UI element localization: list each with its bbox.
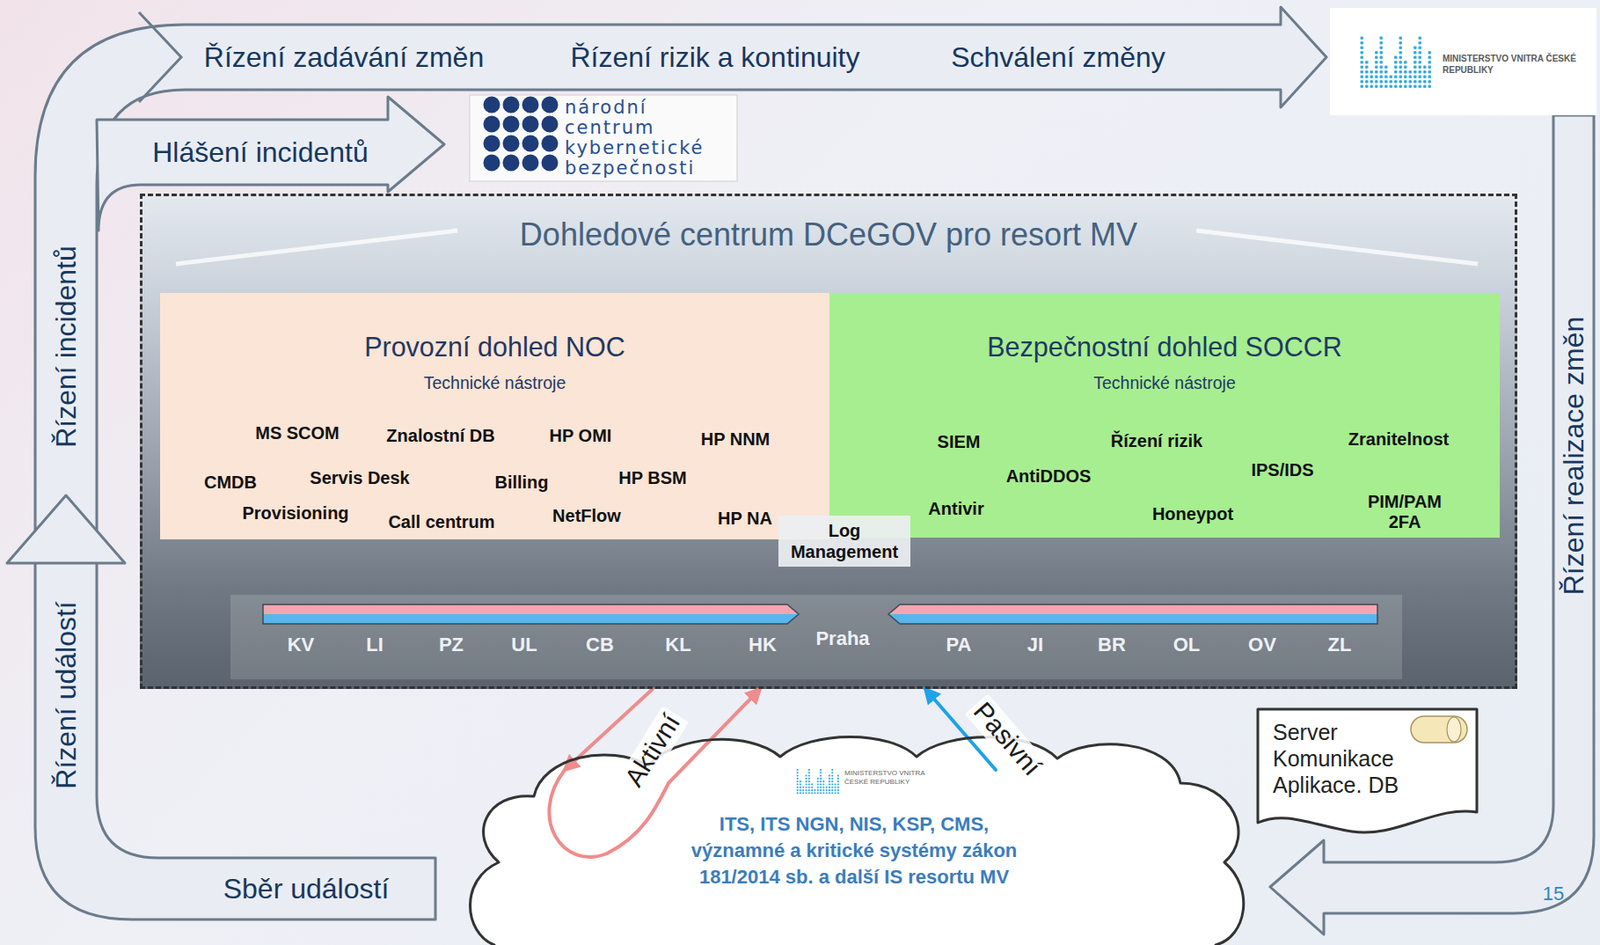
outline-path — [470, 737, 1244, 945]
region-bar-outline — [888, 604, 1378, 624]
tool-name: Honeypot — [1152, 504, 1234, 525]
region-strip — [230, 594, 1403, 680]
region-code: LI — [365, 633, 384, 656]
tool-name: Billing — [494, 472, 548, 493]
ceiling-light — [175, 230, 458, 264]
tool-name: AntiDDOS — [1006, 466, 1092, 487]
edge-label: Aktivní — [616, 705, 688, 795]
region-bar-bottom — [263, 613, 799, 624]
logo-text: národní centrum kybernetické bezpečnosti — [564, 97, 732, 179]
page-number: 15 — [1542, 882, 1564, 905]
band-label: Řízení zadávání změn — [204, 41, 484, 74]
logo-text: MINISTERSTVO VNITRA ČESKÉ REPUBLIKY — [1442, 52, 1588, 76]
box-title: Bezpečnostní dohled SOCCR — [829, 328, 1500, 365]
band-label: Řízení rizik a kontinuity — [569, 41, 860, 74]
up-arrowhead — [7, 495, 125, 563]
tool-name: HP NA — [717, 508, 773, 529]
nckb-logo-dots — [483, 96, 559, 172]
region-bar-top — [263, 604, 799, 614]
log-management-box: Log Management — [778, 515, 911, 567]
tool-name: CMDB — [204, 472, 257, 493]
region-code: OV — [1248, 633, 1277, 656]
tool-name: HP NNM — [701, 429, 771, 450]
tool-name: Call centrum — [387, 511, 495, 533]
region-code: OL — [1173, 633, 1201, 656]
soccr-box: Bezpečnostní dohled SOCCR Technické nástr… — [829, 292, 1500, 538]
control-room-backdrop — [139, 193, 1518, 689]
box-text: Log Management — [785, 519, 904, 563]
tool-name: SIEM — [937, 431, 981, 453]
logo-text: MINISTERSTVO VNITRA ČESKÉ REPUBLIKY — [844, 768, 946, 787]
region-code: CB — [585, 633, 614, 656]
band-label: Řízení událostí — [50, 600, 83, 789]
systems-cloud: MINISTERSTVO VNITRA ČESKÉ REPUBLIKY ITS, … — [459, 730, 1251, 945]
tool-name: HP BSM — [618, 467, 687, 489]
region-code: Praha — [815, 627, 870, 650]
server-note-fill — [1257, 708, 1477, 833]
band-label: Hlášení incidentů — [152, 136, 368, 169]
edge-label: Pasivní — [964, 694, 1050, 785]
tool-name: Provisioning — [241, 503, 349, 524]
tool-name: Znalostní DB — [386, 425, 495, 446]
ministry-logo-bars — [1359, 36, 1433, 90]
shape-outline — [459, 730, 1251, 945]
note-text: Server Komunikace Aplikace. DB — [1272, 718, 1427, 798]
tool-name: MS SCOM — [255, 423, 340, 444]
noc-box: Provozní dohled NOC Technické nástroje MS … — [160, 292, 830, 540]
ceiling-light — [1196, 230, 1478, 264]
ministry-logo-box: MINISTERSTVO VNITRA ČESKÉ REPUBLIKY — [1329, 7, 1597, 116]
tool-name: IPS/IDS — [1250, 460, 1314, 481]
box-subtitle: Technické nástroje — [829, 371, 1500, 395]
cloud-logo-bars — [796, 767, 841, 795]
tool-name: NetFlow — [552, 505, 622, 527]
region-code: UL — [511, 633, 537, 656]
tool-name: Řízení rizik — [1110, 431, 1203, 452]
cloud-text: ITS, ITS NGN, NIS, KSP, CMS, významné a … — [678, 810, 1031, 891]
monitoring-center-panel: Dohledové centrum DCeGOV pro resort MV Pr… — [139, 193, 1518, 689]
region-code: PA — [946, 633, 972, 656]
ministry-logo-ground — [1329, 7, 1597, 116]
box-subtitle: Technické nástroje — [160, 371, 830, 395]
region-code: BR — [1097, 633, 1126, 656]
region-bar-outline — [263, 604, 799, 624]
region-code: JI — [1027, 633, 1044, 656]
region-code: HK — [748, 633, 777, 656]
band-label: Řízení realizace změn — [1557, 316, 1591, 596]
start-chevron — [138, 12, 182, 103]
box-title: Provozní dohled NOC — [160, 328, 830, 365]
region-code: ZL — [1328, 633, 1352, 656]
band-label: Schválení změny — [950, 41, 1166, 74]
tool-name: HP OMI — [549, 425, 613, 446]
band-label: Sběr událostí — [223, 872, 390, 906]
panel-title: Dohledové centrum DCeGOV pro resort MV — [142, 215, 1515, 255]
region-code: KV — [287, 633, 315, 656]
database-cylinder-end — [1446, 716, 1462, 742]
tool-name: Zranitelnost — [1348, 429, 1449, 450]
region-code: KL — [664, 633, 691, 656]
outline-path — [1257, 708, 1477, 833]
cloud-fill — [470, 737, 1244, 945]
nckb-logo-ground — [469, 94, 738, 182]
tool-name: PIM/PAM 2FA — [1356, 491, 1454, 533]
tool-name: Servis Desk — [309, 467, 410, 489]
tool-name: Antivir — [927, 498, 984, 519]
region-bar-bottom — [888, 613, 1378, 624]
database-cylinder — [1410, 715, 1468, 743]
nckb-logo-box: národní centrum kybernetické bezpečnosti — [469, 94, 738, 184]
server-note: Server Komunikace Aplikace. DB — [1255, 706, 1480, 837]
region-bar-top — [888, 604, 1378, 614]
region-code: PZ — [438, 633, 464, 656]
band-label: Řízení incidentů — [50, 245, 83, 447]
